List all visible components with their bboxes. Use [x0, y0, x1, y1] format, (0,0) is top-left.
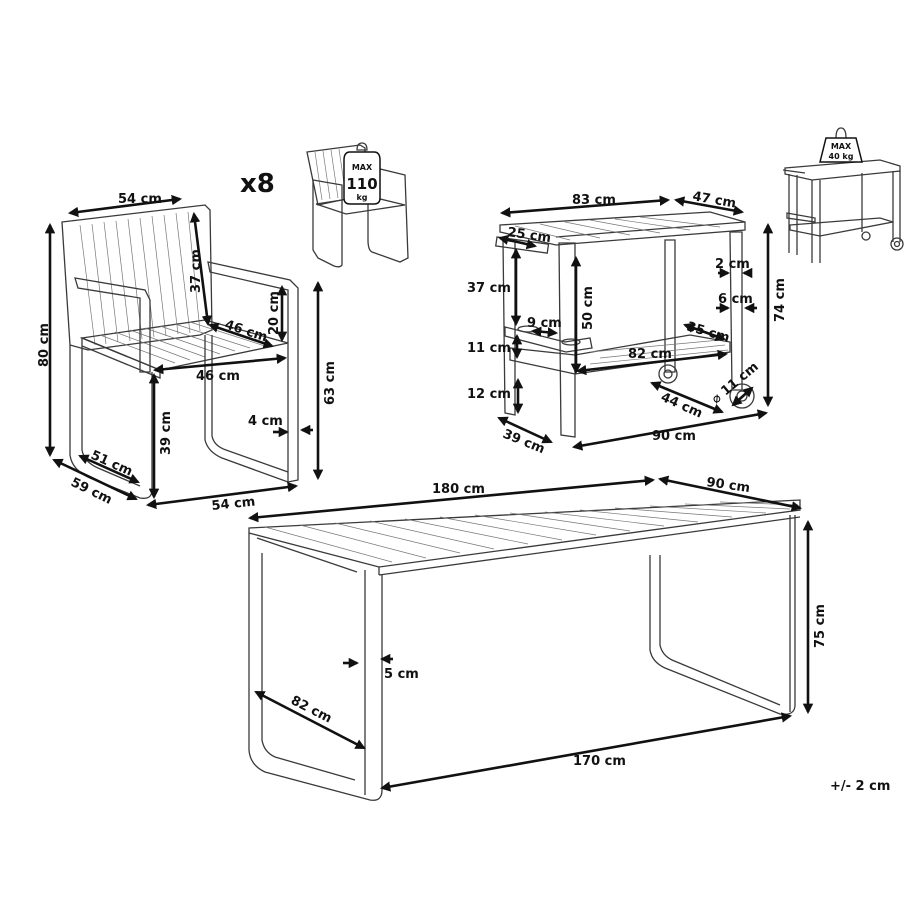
cart-dim-total-width: 90 cm	[652, 429, 696, 444]
chair-dim-total-height: 80 cm	[37, 323, 52, 367]
svg-text:110: 110	[346, 175, 377, 193]
weight-icon: MAX 110 kg	[343, 142, 381, 205]
cart-dim-top-length: 83 cm	[572, 193, 616, 208]
chair-dim-leg-width: 4 cm	[248, 414, 283, 429]
cart-dim-depth: 39 cm	[501, 427, 547, 457]
chair-dim-back-height: 37 cm	[189, 249, 204, 293]
cart-dim-handle: 25 cm	[506, 225, 552, 246]
chair-dim-total-width: 54 cm	[211, 494, 256, 514]
cart-dim-cup-hole: 9 cm	[527, 316, 562, 331]
chair-thumbnail: MAX 110 kg	[306, 142, 409, 268]
cart-dim-leg-a: 2 cm	[715, 257, 750, 272]
svg-text:kg: kg	[356, 193, 367, 202]
table-dim-width: 90 cm	[705, 475, 751, 496]
chair-dim-seat-height: 39 cm	[159, 411, 174, 455]
cart-dimensions: 83 cm 47 cm 25 cm 37 cm 9 cm 11 cm 12 cm…	[467, 189, 788, 457]
table-dim-height: 75 cm	[813, 604, 828, 648]
table-dim-inner-length: 170 cm	[573, 754, 626, 769]
table-drawing	[248, 499, 801, 801]
cart-dim-bottom-clearance: 12 cm	[467, 387, 511, 402]
chair-dim-total-depth: 59 cm	[68, 475, 114, 508]
cart-dim-shelf-gap: 11 cm	[467, 341, 511, 356]
svg-text:MAX: MAX	[352, 163, 373, 172]
table-dimensions: 180 cm 90 cm 75 cm 5 cm 82 cm 170 cm	[247, 475, 828, 792]
cart-dim-total-height: 74 cm	[773, 278, 788, 322]
chair-dim-base-depth: 51 cm	[88, 448, 134, 480]
cart-dim-side-gap: 37 cm	[467, 281, 511, 296]
chair-dim-armrest-height: 20 cm	[267, 291, 282, 335]
svg-text:40 kg: 40 kg	[829, 152, 854, 161]
tolerance-note: +/- 2 cm	[830, 779, 890, 794]
chair-dim-arm-height: 63 cm	[323, 361, 338, 405]
table-dim-leg-thickness: 5 cm	[384, 667, 419, 682]
weight-icon: MAX 40 kg	[819, 127, 863, 163]
cart-dim-leg-b: 6 cm	[718, 292, 753, 307]
table-dim-length: 180 cm	[432, 482, 485, 497]
cart-dim-shelf-length: 82 cm	[628, 347, 672, 362]
cart-thumbnail: MAX 40 kg	[782, 127, 904, 263]
quantity-badge: x8	[240, 169, 275, 199]
cart-dim-shelf-depth: 35 cm	[685, 319, 731, 346]
svg-text:MAX: MAX	[831, 142, 852, 151]
chair-dim-back-width: 54 cm	[118, 192, 162, 207]
cart-dim-leg-height: 50 cm	[581, 286, 596, 330]
chair-dim-seat-width: 46 cm	[196, 369, 240, 384]
